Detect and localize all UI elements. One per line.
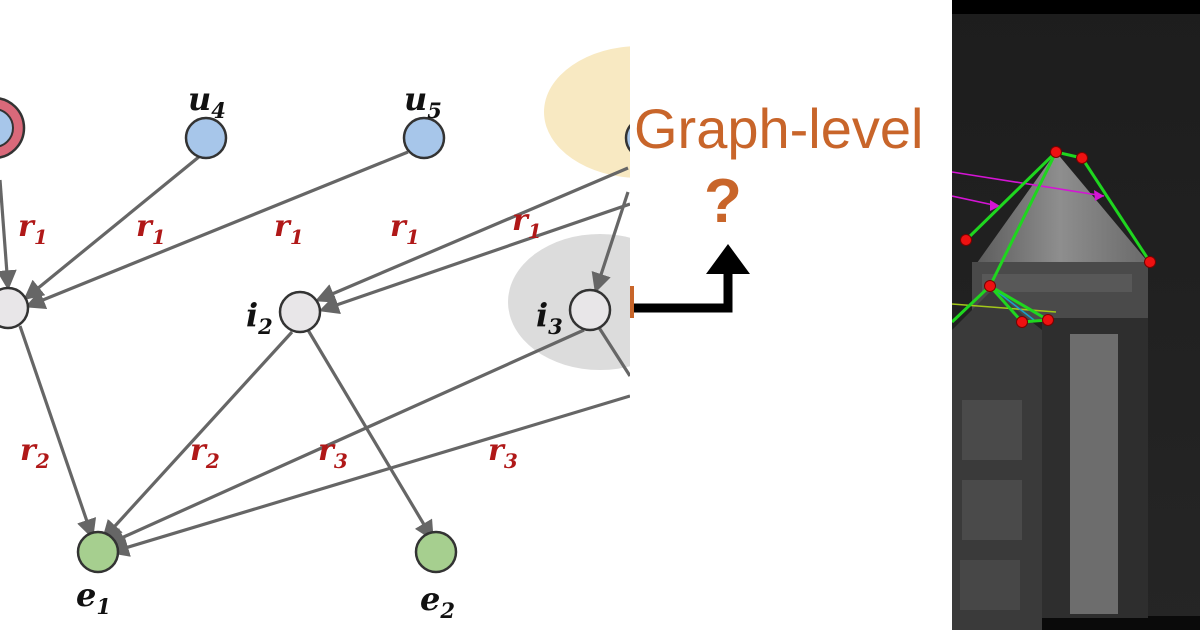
edge-u6-i3 [591, 191, 630, 294]
label-i3: i3 [536, 296, 563, 339]
entity-node-e2 [414, 530, 458, 574]
label-i2: i2 [246, 296, 273, 339]
highlight-gray-region [508, 234, 630, 370]
relation-label-r3-a: r3 [318, 433, 348, 473]
edge-u3-i1 [0, 179, 17, 291]
relation-label-r2-a: r2 [20, 433, 50, 473]
keypoint-1 [1050, 146, 1062, 158]
knowledge-graph-svg: u4 u5 i2 i3 e1 e2 r1 r1 r1 r1 r1 r2 r2 r… [0, 46, 630, 623]
relation-label-r1-a: r1 [18, 209, 48, 249]
graph-edges [0, 150, 630, 557]
label-u5: u5 [404, 80, 442, 123]
edge-u6-i2-a [314, 166, 629, 303]
graph-level-panel: Graph-level ? [630, 0, 952, 630]
edge-i3-out [596, 325, 630, 377]
label-e2: e2 [420, 580, 455, 623]
edge-i2-e2 [306, 329, 434, 541]
edge-x-e1 [108, 394, 630, 557]
label-u4: u4 [188, 80, 226, 123]
user-node-u6 [624, 124, 630, 152]
item-node-i2 [278, 290, 322, 334]
knowledge-graph-panel: u4 u5 i2 i3 e1 e2 r1 r1 r1 r1 r1 r2 r2 r… [0, 46, 630, 623]
user-node-u5 [402, 116, 446, 160]
keypoint-5 [984, 280, 996, 292]
relation-label-r2-b: r2 [190, 433, 220, 473]
highlight-yellow-region [544, 46, 630, 178]
building-photo-svg [952, 0, 1200, 630]
edge-u6-i2-b [318, 202, 630, 315]
photo-top-border [952, 0, 1200, 14]
graph-level-title: Graph-level [634, 97, 924, 160]
item-node-i1 [0, 286, 30, 330]
edge-u5-i1 [24, 150, 409, 310]
relation-label-r1-e: r1 [512, 203, 542, 243]
entity-node-e1 [76, 530, 120, 574]
keypoint-3 [960, 234, 972, 246]
keypoint-4 [1144, 256, 1156, 268]
keypoint-7 [1042, 314, 1054, 326]
edge-i3-e1 [104, 328, 585, 547]
item-node-i3 [568, 288, 612, 332]
elbow-arrow-up-icon [630, 244, 750, 318]
edge-u4-i1 [23, 154, 202, 301]
edge-i1-e1 [18, 325, 97, 540]
keypoint-photo-panel [952, 0, 1200, 630]
keypoint-6 [1016, 316, 1028, 328]
edge-i2-e1 [101, 330, 294, 541]
label-e1: e1 [76, 576, 111, 619]
question-mark: ? [704, 167, 742, 236]
user-node-u4 [184, 116, 228, 160]
relation-label-r1-b: r1 [136, 209, 166, 249]
building-shape [952, 152, 1148, 630]
keypoint-2 [1076, 152, 1088, 164]
user-node-u3 [0, 97, 26, 159]
keypoints [960, 146, 1156, 328]
relation-label-r1-c: r1 [274, 209, 304, 249]
relation-label-r3-b: r3 [488, 433, 518, 473]
relation-label-r1-d: r1 [390, 209, 420, 249]
